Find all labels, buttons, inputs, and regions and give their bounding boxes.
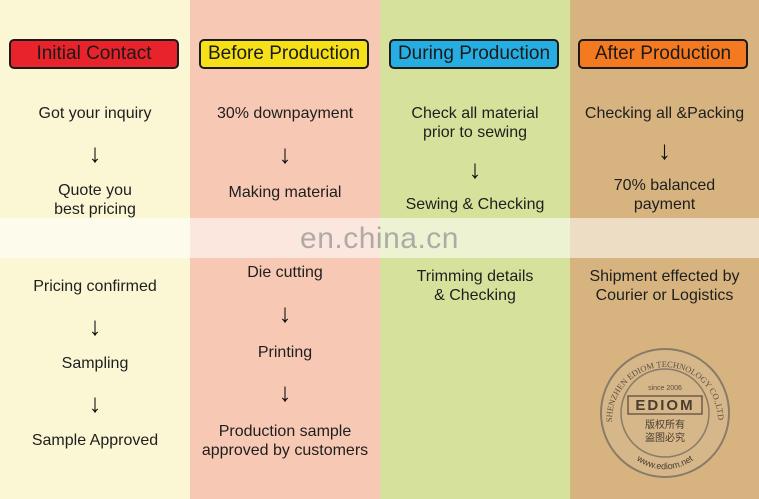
arrow-down-icon: ↓	[468, 154, 482, 184]
step-check-material: Check all material prior to sewing	[411, 105, 539, 141]
step-checking-packing: Checking all &Packing	[584, 105, 745, 122]
step-balanced-payment: 70% balanced payment	[613, 177, 716, 213]
header-during-production: During Production	[389, 39, 559, 69]
arrow-down-icon: ↓	[88, 138, 102, 168]
step-printing: Printing	[257, 344, 313, 361]
arrow-down-icon: ↓	[278, 139, 292, 169]
step-pricing-confirmed: Pricing confirmed	[33, 278, 157, 295]
step-downpayment: 30% downpayment	[216, 105, 354, 122]
arrow-down-icon: ↓	[88, 311, 102, 341]
step-quote-pricing: Quote you best pricing	[54, 182, 136, 218]
step-sampling: Sampling	[61, 355, 129, 372]
header-initial-contact: Initial Contact	[9, 39, 179, 69]
watermark-text: en.china.cn	[300, 222, 459, 255]
step-shipment: Shipment effected by Courier or Logistic…	[589, 268, 740, 304]
arrow-down-icon: ↓	[658, 135, 671, 165]
seal-since: since 2006	[648, 385, 682, 392]
arrow-down-icon: ↓	[88, 388, 102, 418]
step-die-cutting: Die cutting	[247, 264, 323, 281]
seal-inner-ring	[620, 368, 710, 458]
watermark-band	[0, 218, 759, 258]
step-sample-approved: Sample Approved	[31, 432, 159, 449]
step-sewing-checking: Sewing & Checking	[405, 196, 545, 213]
seal-cn-line2: 盗图必究	[645, 431, 685, 444]
header-after-production: After Production	[578, 39, 748, 69]
arrow-down-icon: ↓	[278, 298, 292, 328]
seal-brand-frame	[627, 395, 703, 415]
header-before-production: Before Production	[199, 39, 369, 69]
arrow-down-icon: ↓	[278, 377, 292, 407]
step-production-sample: Production sample approved by customers	[201, 423, 369, 459]
seal-cn-line1: 版权所有	[645, 418, 685, 431]
seal-brand: EDIOM	[635, 397, 694, 414]
step-got-inquiry: Got your inquiry	[38, 105, 152, 122]
company-seal: SHENZHEN EDIOM TECHNOLOGY CO.,LTD. since…	[598, 346, 730, 478]
seal-outer-ring	[600, 348, 730, 478]
step-making-material: Making material	[228, 184, 342, 201]
step-trimming-details: Trimming details & Checking	[416, 268, 534, 304]
